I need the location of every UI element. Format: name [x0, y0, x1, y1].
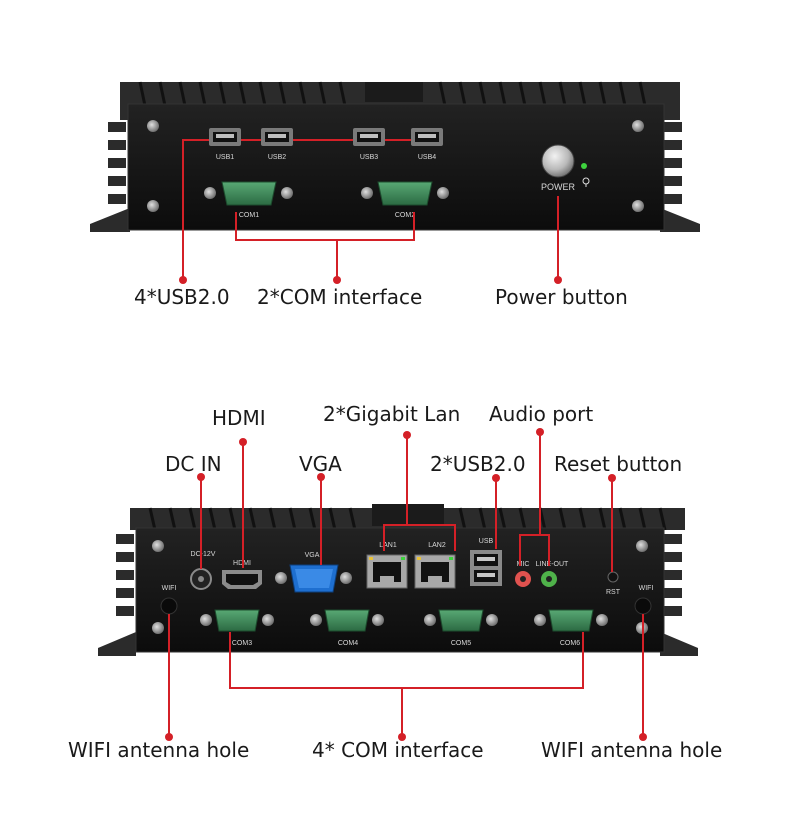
rear-panel: DC-12V HDMI VGA LA — [98, 428, 698, 741]
front-leader-lines — [182, 139, 559, 280]
rear-usb-label: USB — [479, 538, 494, 545]
usb4-label: USB4 — [418, 154, 436, 161]
com-port-3 — [200, 609, 274, 632]
com1-label: COM1 — [239, 212, 259, 219]
front-top-bracket — [365, 82, 423, 102]
usb-port-3 — [353, 128, 385, 146]
wifi-right-label: WIFI — [639, 585, 654, 592]
com5-label: COM5 — [451, 640, 471, 647]
bulb-icon — [582, 177, 590, 187]
rear-leader-lines — [168, 432, 644, 737]
usb1-label: USB1 — [216, 154, 234, 161]
usb-port-2 — [261, 128, 293, 146]
power-led-indicator — [581, 163, 587, 169]
callout-rear-usb: 2*USB2.0 — [430, 452, 526, 476]
wifi-antenna-hole-right — [634, 597, 652, 615]
vga-port — [275, 564, 352, 593]
rst-label: RST — [606, 589, 621, 596]
callout-vga: VGA — [299, 452, 342, 476]
callout-wifi-left: WIFI antenna hole — [68, 738, 250, 762]
front-panel: USB1 USB2 USB3 USB4 COM1 COM2 POWER — [90, 81, 700, 284]
callout-rear-com: 4* COM interface — [312, 738, 484, 762]
usb-port-4 — [411, 128, 443, 146]
rear-leader-dots — [165, 428, 647, 741]
power-button — [541, 144, 575, 178]
callout-dc-in: DC IN — [165, 452, 222, 476]
wifi-antenna-hole-left — [160, 597, 178, 615]
com2-label: COM2 — [395, 212, 415, 219]
com4-label: COM4 — [338, 640, 358, 647]
dc-jack — [190, 568, 212, 590]
front-screws — [147, 120, 644, 212]
dc-label: DC-12V — [191, 551, 216, 558]
rear-usb-ports — [470, 550, 502, 586]
com3-label: COM3 — [232, 640, 252, 647]
com6-label: COM6 — [560, 640, 580, 647]
mic-label: MIC — [517, 561, 530, 568]
front-plate — [127, 103, 665, 231]
callout-power-button: Power button — [495, 285, 628, 309]
rear-fin-slots — [148, 507, 667, 531]
com-port-2 — [361, 181, 449, 206]
rear-screws — [152, 540, 648, 634]
callout-wifi-right: WIFI antenna hole — [541, 738, 723, 762]
hdmi-port — [222, 570, 262, 589]
line-out-jack — [541, 571, 557, 587]
com-port-4 — [310, 609, 384, 632]
callout-reset: Reset button — [554, 452, 683, 476]
power-label: POWER — [541, 182, 576, 192]
rear-plate — [135, 527, 665, 653]
callout-hdmi: HDMI — [212, 406, 266, 430]
vga-label: VGA — [305, 552, 320, 559]
wifi-left-label: WIFI — [162, 585, 177, 592]
mic-jack — [515, 571, 531, 587]
com-port-1 — [204, 181, 293, 206]
callout-front-com: 2*COM interface — [257, 285, 423, 309]
com-port-6 — [534, 609, 608, 632]
callout-audio: Audio port — [489, 402, 594, 426]
usb3-label: USB3 — [360, 154, 378, 161]
com-port-5 — [424, 609, 498, 632]
callout-lan: 2*Gigabit Lan — [323, 402, 461, 426]
line-out-label: LINE-OUT — [536, 561, 569, 568]
lan-port-1 — [366, 554, 408, 589]
lan1-label: LAN1 — [379, 542, 397, 549]
front-leader-dots — [179, 276, 562, 284]
reset-button — [607, 571, 619, 583]
usb-port-1 — [209, 128, 241, 146]
usb2-label: USB2 — [268, 154, 286, 161]
callout-front-usb: 4*USB2.0 — [134, 285, 230, 309]
lan-port-2 — [414, 554, 456, 589]
lan2-label: LAN2 — [428, 542, 446, 549]
